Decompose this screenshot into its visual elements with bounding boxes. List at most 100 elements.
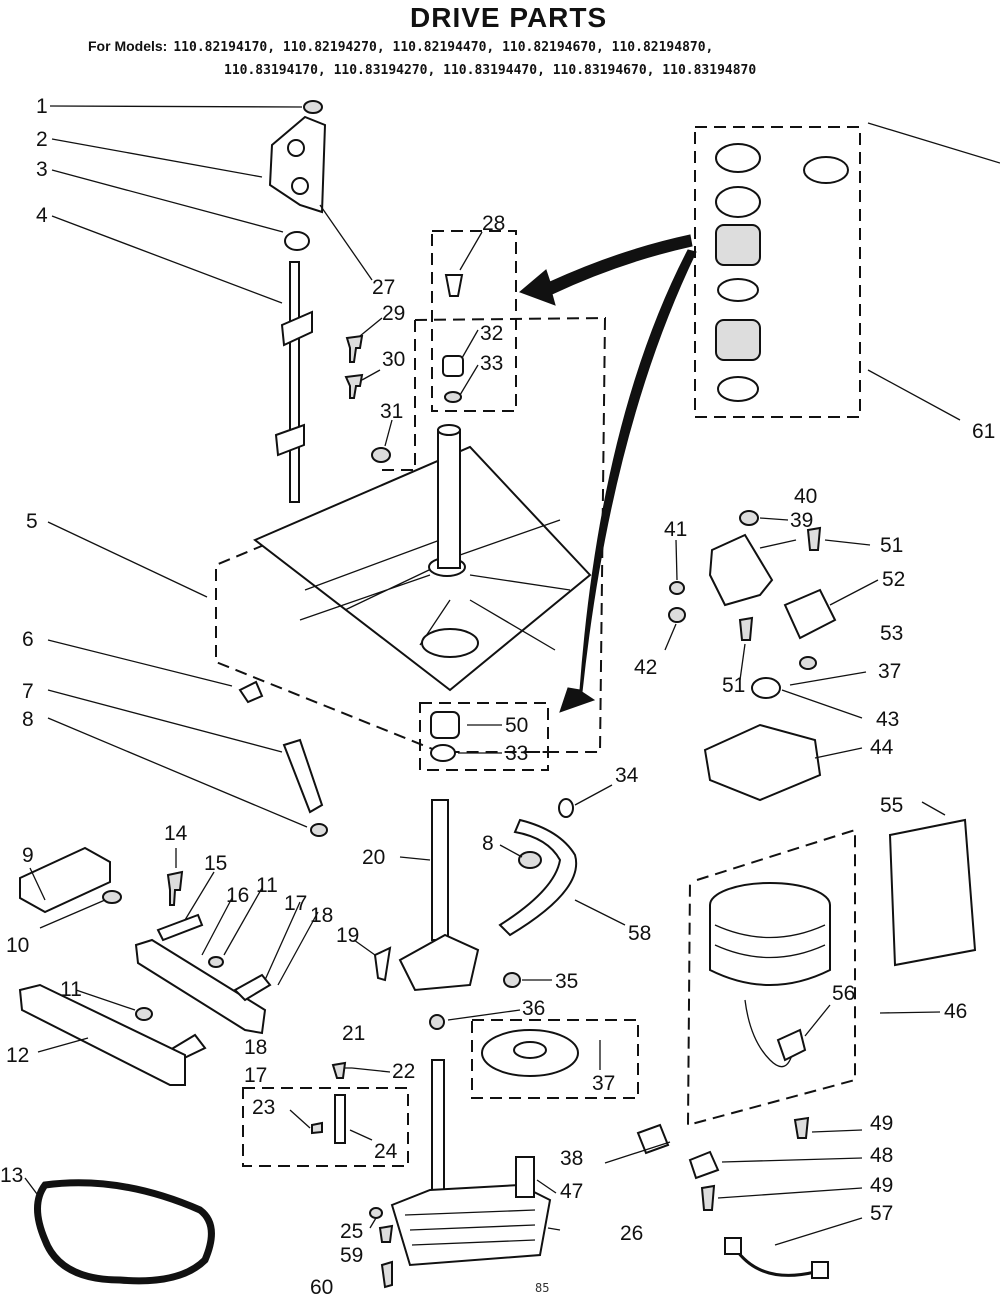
leader-4 — [51, 215, 283, 304]
page-mark: 85 — [535, 1281, 549, 1295]
callout-14: 14 — [164, 822, 188, 845]
leader-47 — [536, 1179, 557, 1194]
part-33-washer-top — [444, 391, 462, 403]
part-39-nut — [739, 510, 759, 526]
kit-washer — [717, 278, 759, 302]
part-53-nut — [799, 656, 817, 670]
part-5-base-plate — [253, 445, 592, 692]
callout-51a: 51 — [880, 534, 903, 557]
callout-52: 52 — [882, 568, 905, 591]
leader-36 — [447, 1009, 521, 1021]
leader-8a — [47, 717, 308, 828]
callout-17b: 17 — [244, 1064, 267, 1087]
callout-11a: 11 — [256, 874, 278, 897]
part-shapes — [18, 100, 977, 1289]
part-26-gearcase — [390, 1183, 552, 1267]
part-60-bolt — [380, 1260, 393, 1289]
callout-5: 5 — [26, 510, 38, 533]
callout-40: 40 — [794, 485, 817, 508]
callout-1: 1 — [36, 95, 48, 118]
leader-6 — [47, 639, 233, 687]
part-32-bearing — [442, 355, 464, 377]
leader-40 — [759, 539, 797, 549]
part-49-screw-upper — [793, 1116, 810, 1139]
kit-arrows — [519, 234, 697, 713]
part-51-screw-lower — [738, 616, 754, 641]
leader-7 — [47, 689, 283, 753]
part-26-fins — [404, 1209, 536, 1246]
part-19-clip — [373, 946, 392, 982]
callout-24: 24 — [374, 1140, 398, 1163]
callout-4: 4 — [36, 204, 48, 227]
callout-36: 36 — [522, 997, 545, 1020]
callout-22: 22 — [392, 1060, 415, 1083]
kit-needle-bearing-1 — [715, 224, 761, 266]
leader-16 — [201, 897, 233, 956]
leader-25 — [369, 1217, 377, 1229]
callout-55: 55 — [880, 794, 903, 817]
part-30-screw — [344, 373, 364, 399]
callout-49a: 49 — [870, 1112, 893, 1135]
callout-8b: 8 — [482, 832, 494, 855]
part-13-belt — [34, 1179, 215, 1285]
callout-57: 57 — [870, 1202, 893, 1225]
leader-43 — [781, 689, 863, 719]
part-51-screw-upper — [806, 526, 822, 551]
pin-24-box — [242, 1087, 409, 1167]
part-pulley-hub — [513, 1041, 547, 1059]
callout-33b: 33 — [505, 742, 528, 765]
callout-12: 12 — [6, 1044, 29, 1067]
leader-58 — [574, 899, 626, 926]
callout-58: 58 — [628, 922, 651, 945]
group-boxes — [215, 126, 861, 1167]
leader-23 — [289, 1109, 311, 1129]
part-5-post-top — [437, 424, 461, 436]
leader-37b — [789, 671, 867, 686]
motor-box — [686, 828, 856, 1127]
leader-32 — [461, 329, 479, 359]
models-line-2: 110.83194170, 110.83194270, 110.83194470… — [224, 63, 757, 78]
callout-15: 15 — [204, 852, 227, 875]
leader-28 — [459, 231, 483, 271]
part-57-plug-b — [811, 1261, 829, 1279]
callout-18b: 18 — [244, 1036, 267, 1059]
callout-33a: 33 — [480, 352, 503, 375]
leader-3 — [51, 169, 284, 233]
part-15-link — [156, 913, 204, 942]
callout-16: 16 — [226, 884, 249, 907]
leader-31 — [384, 419, 393, 447]
part-14-screw — [166, 870, 184, 906]
part-46-motor-winding — [714, 924, 826, 959]
leader-30 — [361, 369, 381, 381]
part-57-harness — [733, 1247, 816, 1277]
callout-37a: 37 — [592, 1072, 615, 1095]
callout-49b: 49 — [870, 1174, 893, 1197]
callout-39: 39 — [790, 509, 813, 532]
leader-29 — [359, 317, 383, 337]
leader-5 — [47, 521, 208, 598]
part-lower-shaft — [431, 1059, 445, 1206]
callout-17a: 17 — [284, 892, 307, 915]
part-2-hole-b — [291, 177, 309, 195]
diagram-header: DRIVE PARTS For Models:110.82194170, 110… — [0, 0, 1000, 100]
callout-34: 34 — [615, 764, 639, 787]
part-5-ribs — [299, 519, 571, 651]
callout-47: 47 — [560, 1180, 583, 1203]
callout-51b: 51 — [722, 674, 745, 697]
part-46-motor-lead — [744, 999, 796, 1068]
leader-26 — [547, 1227, 561, 1231]
leader-10 — [39, 899, 106, 929]
callout-7: 7 — [22, 680, 34, 703]
leader-56 — [804, 1004, 831, 1037]
leader-42 — [664, 623, 677, 651]
part-20-gear-housing — [398, 933, 480, 992]
callout-59: 59 — [340, 1244, 363, 1267]
leader-20 — [399, 856, 431, 861]
part-3-grommet — [284, 231, 310, 251]
part-20-shaft — [431, 799, 449, 941]
part-4-clip-upper — [280, 310, 313, 347]
leader-51a — [824, 539, 871, 546]
callout-43: 43 — [876, 708, 899, 731]
callout-30: 30 — [382, 348, 405, 371]
leader-49b — [717, 1187, 863, 1199]
